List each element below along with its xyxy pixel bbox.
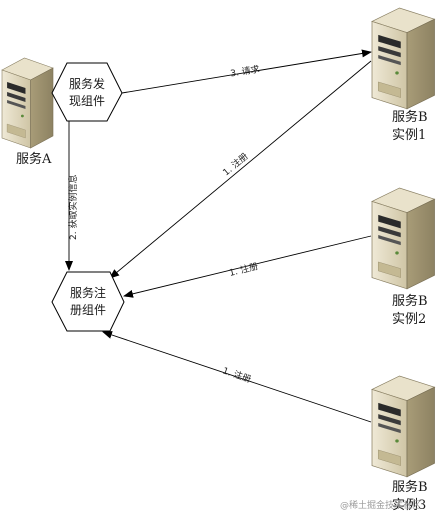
- registry-label-line2: 册组件: [70, 303, 106, 317]
- instance-1-server-icon: [371, 7, 436, 110]
- instance-3-label-line2: 实例3: [392, 498, 426, 513]
- edge-register-3: 1. 注册: [102, 331, 372, 423]
- instance-3-label-line1: 服务B: [392, 479, 428, 495]
- instance-1-label-line2: 实例1: [392, 128, 426, 143]
- edge-label-register-3: 1. 注册: [221, 364, 253, 385]
- edge-register-2: 1. 注册: [123, 235, 372, 298]
- service-a-label: 服务A: [16, 151, 52, 167]
- edge-fetch-info: 2. 获取实例信息: [65, 121, 79, 271]
- registry-component: 服务注 册组件: [51, 271, 125, 332]
- service-a-server-icon: [1, 57, 54, 149]
- instance-1-label-line1: 服务B: [392, 109, 428, 125]
- instance-2-label-line2: 实例2: [392, 312, 426, 327]
- discovery-label-line2: 现组件: [69, 94, 105, 108]
- edge-request: 3. 请求: [121, 49, 372, 94]
- discovery-label-line1: 服务发: [69, 76, 105, 91]
- edge-label-register-2: 1. 注册: [228, 260, 259, 279]
- instance-2-label-line1: 服务B: [392, 293, 428, 309]
- discovery-component: 服务发 现组件: [51, 62, 123, 122]
- registry-label-line1: 服务注: [70, 285, 106, 300]
- watermark: @稀土掘金技术社区: [340, 499, 421, 511]
- instance-3-server-icon: [371, 375, 436, 478]
- edge-label-request: 3. 请求: [229, 63, 260, 79]
- edge-label-fetch-info: 2. 获取实例信息: [67, 175, 79, 240]
- instance-2-server-icon: [371, 187, 436, 290]
